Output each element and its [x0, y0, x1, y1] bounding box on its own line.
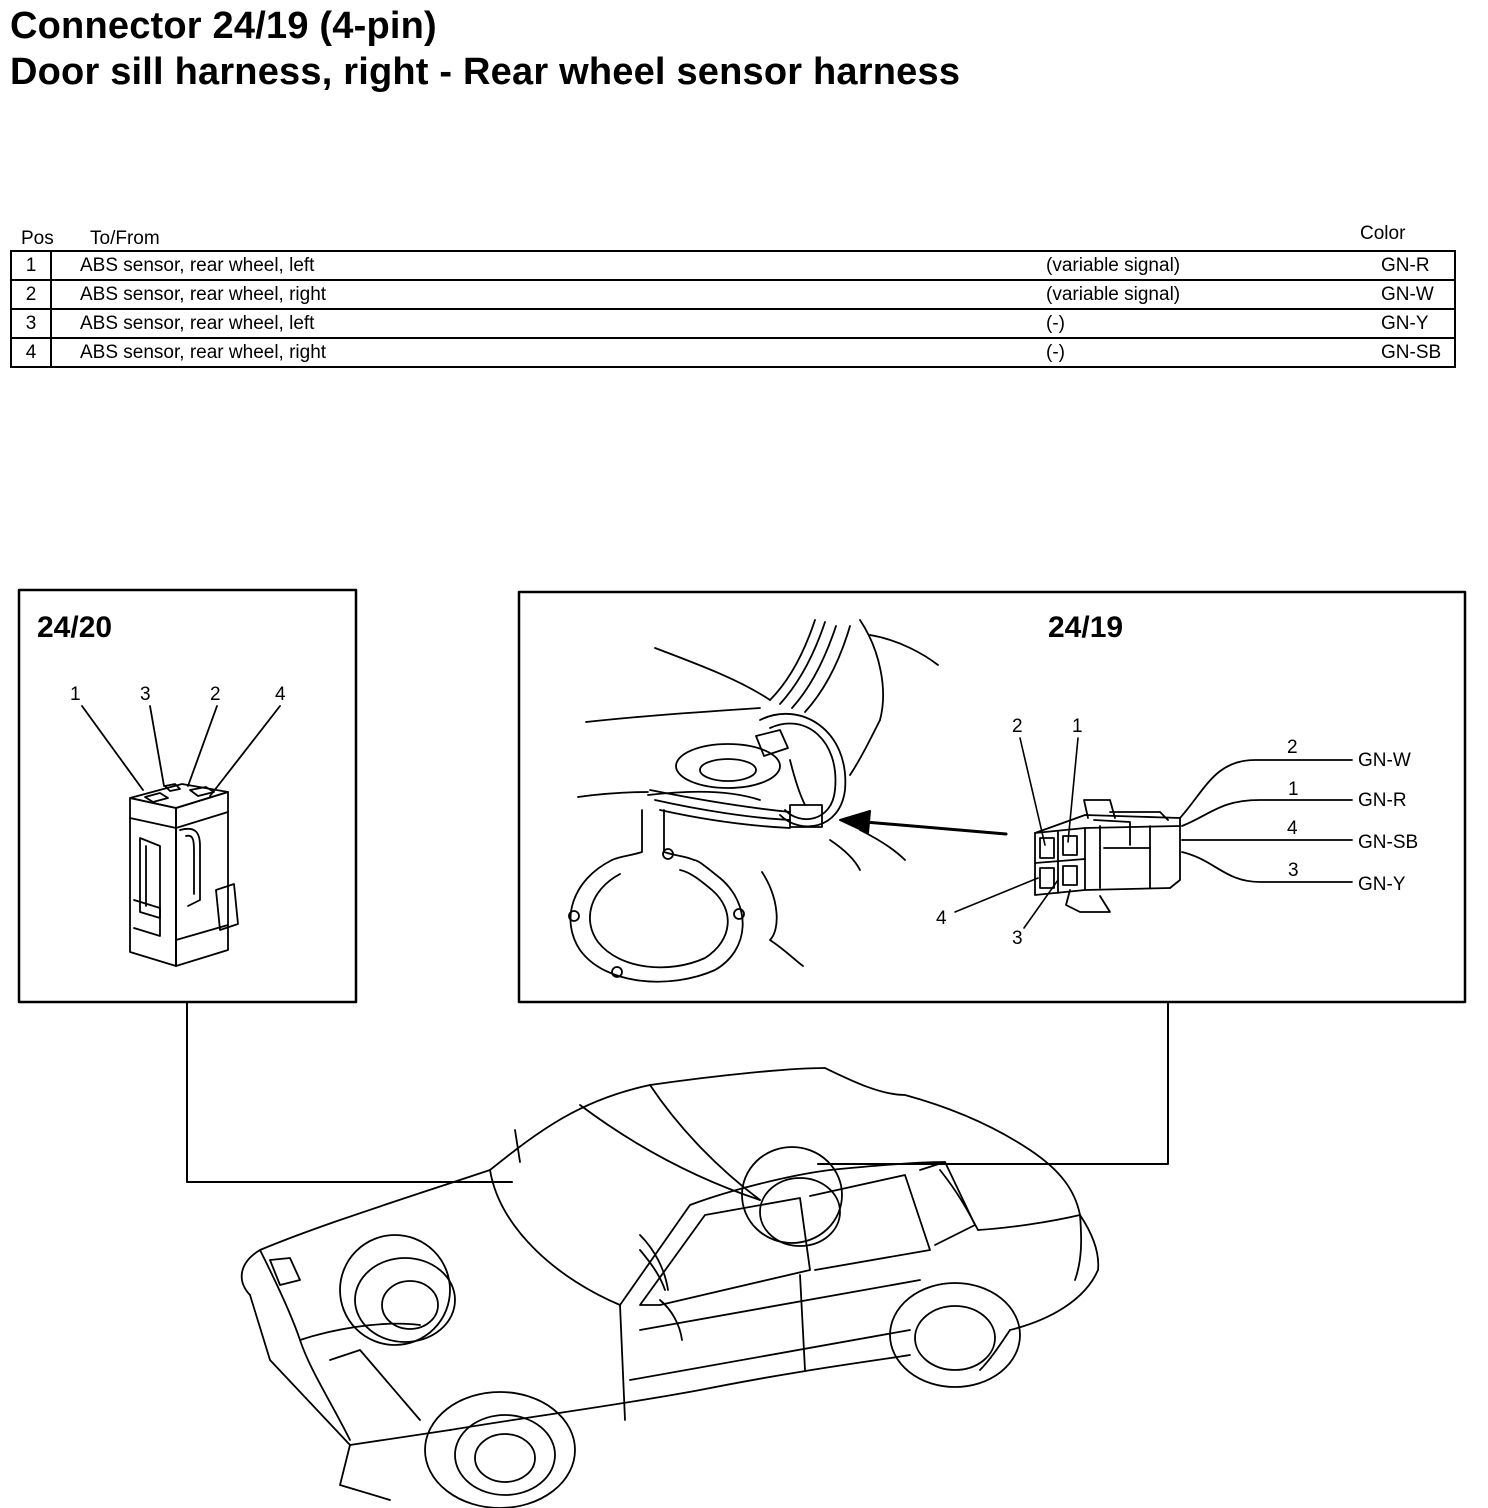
pin-pos: 4	[10, 337, 52, 368]
header-pos: Pos	[21, 228, 54, 249]
pin-pos: 2	[10, 279, 52, 310]
table-row: 2 ABS sensor, rear wheel, right (variabl…	[10, 279, 1456, 310]
panel-24-19	[517, 590, 1467, 1004]
location-arrow	[839, 810, 1008, 836]
wire-pin-1: 1	[1288, 779, 1299, 800]
pin-table: 1 ABS sensor, rear wheel, left (variable…	[10, 250, 1456, 368]
callout-lines	[186, 1001, 1169, 1183]
pin-to-from: ABS sensor, rear wheel, right	[51, 279, 1046, 310]
pin-pos: 3	[10, 308, 52, 339]
connector-pin-label-2: 2	[1012, 716, 1023, 737]
connector-pin-label-3: 3	[1012, 928, 1023, 949]
pin-signal: (-)	[1046, 337, 1346, 368]
wire-lines	[1179, 759, 1353, 883]
wheel-housing-detail	[568, 619, 939, 983]
connector-24-19-drawing	[1034, 799, 1181, 913]
panel-24-20-title: 24/20	[37, 611, 112, 644]
car-illustration	[240, 1067, 1100, 1508]
pin-color: GN-Y	[1346, 308, 1456, 339]
panel-24-20	[17, 588, 358, 1004]
header-to-from: To/From	[90, 228, 160, 249]
pin-to-from: ABS sensor, rear wheel, left	[51, 308, 1046, 339]
connector-pin-label-1: 1	[1072, 716, 1083, 737]
page-subtitle: Door sill harness, right - Rear wheel se…	[10, 51, 961, 93]
table-row: 4 ABS sensor, rear wheel, right (-) GN-S…	[10, 337, 1456, 368]
pin-label-2: 2	[210, 684, 221, 705]
pin-label-3: 3	[140, 684, 151, 705]
pin-label-1: 1	[70, 684, 81, 705]
wire-color-gn-r: GN-R	[1358, 790, 1407, 811]
pin-signal: (variable signal)	[1046, 250, 1346, 281]
pin-color: GN-W	[1346, 279, 1456, 310]
pin-signal: (variable signal)	[1046, 279, 1346, 310]
connector-pin-leaders	[954, 737, 1079, 929]
pin-to-from: ABS sensor, rear wheel, left	[51, 250, 1046, 281]
pin-color: GN-R	[1346, 250, 1456, 281]
header-color: Color	[1360, 223, 1406, 244]
wire-color-gn-w: GN-W	[1358, 750, 1411, 771]
connector-24-20-drawing	[81, 705, 281, 967]
table-row: 1 ABS sensor, rear wheel, left (variable…	[10, 250, 1456, 281]
pin-color: GN-SB	[1346, 337, 1456, 368]
wire-pin-3: 3	[1288, 860, 1299, 881]
wire-pin-2: 2	[1287, 737, 1298, 758]
pin-signal: (-)	[1046, 308, 1346, 339]
wire-pin-4: 4	[1287, 818, 1298, 839]
pin-pos: 1	[10, 250, 52, 281]
page-title: Connector 24/19 (4-pin)	[10, 5, 437, 47]
table-row: 3 ABS sensor, rear wheel, left (-) GN-Y	[10, 308, 1456, 339]
wire-color-gn-sb: GN-SB	[1358, 832, 1418, 853]
pin-label-4: 4	[275, 684, 286, 705]
connector-pin-label-4: 4	[936, 908, 947, 929]
pin-to-from: ABS sensor, rear wheel, right	[51, 337, 1046, 368]
panel-24-19-title: 24/19	[1048, 611, 1123, 644]
wire-color-gn-y: GN-Y	[1358, 874, 1406, 895]
